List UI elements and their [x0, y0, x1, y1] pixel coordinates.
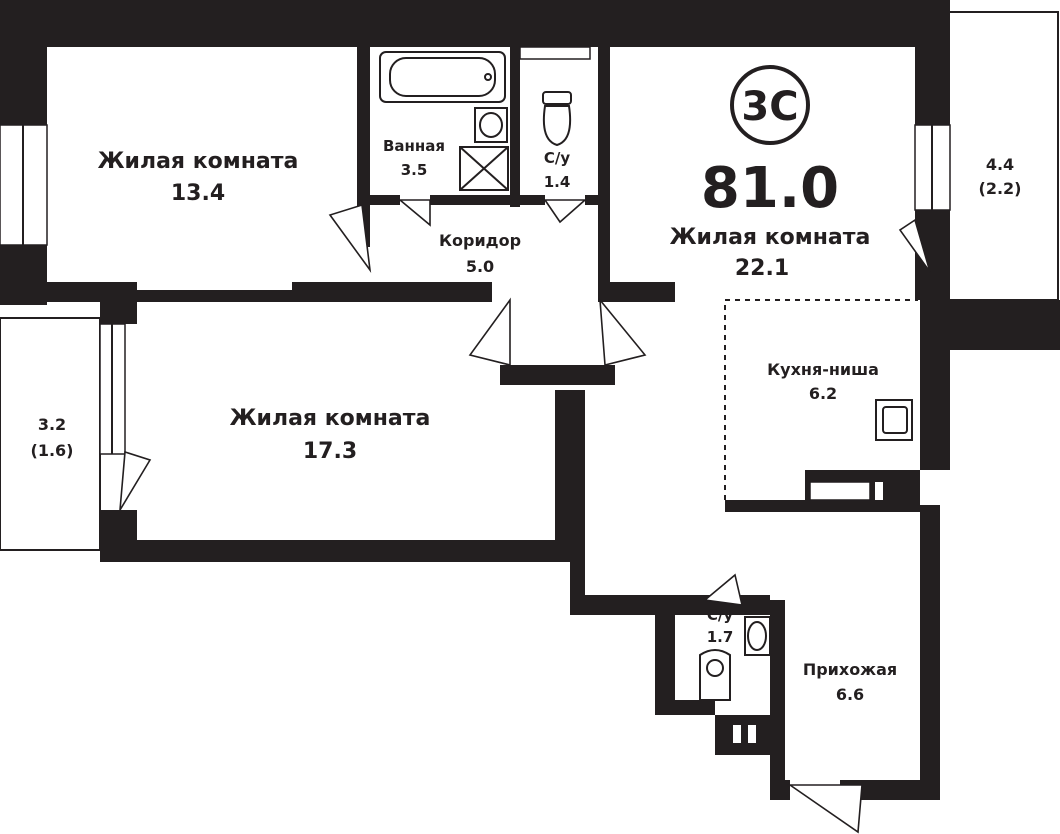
doors: [119, 199, 931, 834]
balcony-left-reduced: (1.6): [31, 441, 74, 460]
room-name-living-22: Жилая комната: [670, 225, 871, 250]
sink-icon-bottom: [744, 616, 771, 656]
door-wc-top: [543, 199, 588, 224]
balcony-left: [0, 317, 101, 551]
shower-icon: [459, 146, 509, 191]
room-name-living-17: Жилая комната: [230, 406, 431, 431]
door-wc-bottom: [703, 573, 744, 606]
toilet-icon-bottom: [699, 649, 731, 701]
room-area-wc-bottom: 1.7: [707, 628, 734, 646]
room-area-kitchen: 6.2: [809, 384, 837, 403]
room-area-living-17: 17.3: [303, 439, 357, 464]
door-entrance: [787, 784, 863, 834]
room-area-wc-top: 1.4: [544, 173, 571, 191]
room-name-kitchen: Кухня-ниша: [767, 360, 879, 379]
room-name-wc-bottom: С/у: [707, 606, 733, 624]
windows: [0, 46, 951, 743]
room-area-corridor: 5.0: [466, 257, 494, 276]
kitchen-sink-icon: [875, 399, 913, 441]
room-name-wc-top: С/у: [544, 149, 570, 167]
toilet-icon: [542, 91, 572, 147]
room-area-living-13: 13.4: [171, 181, 225, 206]
balcony-left-area: 3.2: [38, 415, 66, 434]
door-corridor-right: [599, 297, 647, 367]
balcony-right-reduced: (2.2): [979, 179, 1022, 198]
room-name-living-13: Жилая комната: [98, 149, 299, 174]
balcony-right-area: 4.4: [986, 155, 1014, 174]
room-area-living-22: 22.1: [735, 256, 789, 281]
door-balcony-right: [898, 218, 931, 273]
room-area-bath: 3.5: [401, 161, 428, 179]
total-area: 81.0: [701, 156, 839, 221]
bathtub-icon: [379, 51, 506, 103]
apartment-type-badge: 3С: [730, 65, 810, 145]
room-name-corridor: Коридор: [439, 231, 521, 250]
door-balcony-left: [119, 450, 152, 511]
kitchen-niche-outline: [724, 299, 918, 500]
door-bath: [397, 199, 431, 227]
room-area-hall: 6.6: [836, 685, 864, 704]
door-corridor-left: [468, 297, 511, 367]
sink-icon: [474, 107, 508, 143]
room-name-bath: Ванная: [383, 137, 445, 155]
door-living-13: [328, 203, 372, 273]
room-name-hall: Прихожая: [803, 660, 897, 679]
svg-text:3С: 3С: [741, 84, 798, 130]
